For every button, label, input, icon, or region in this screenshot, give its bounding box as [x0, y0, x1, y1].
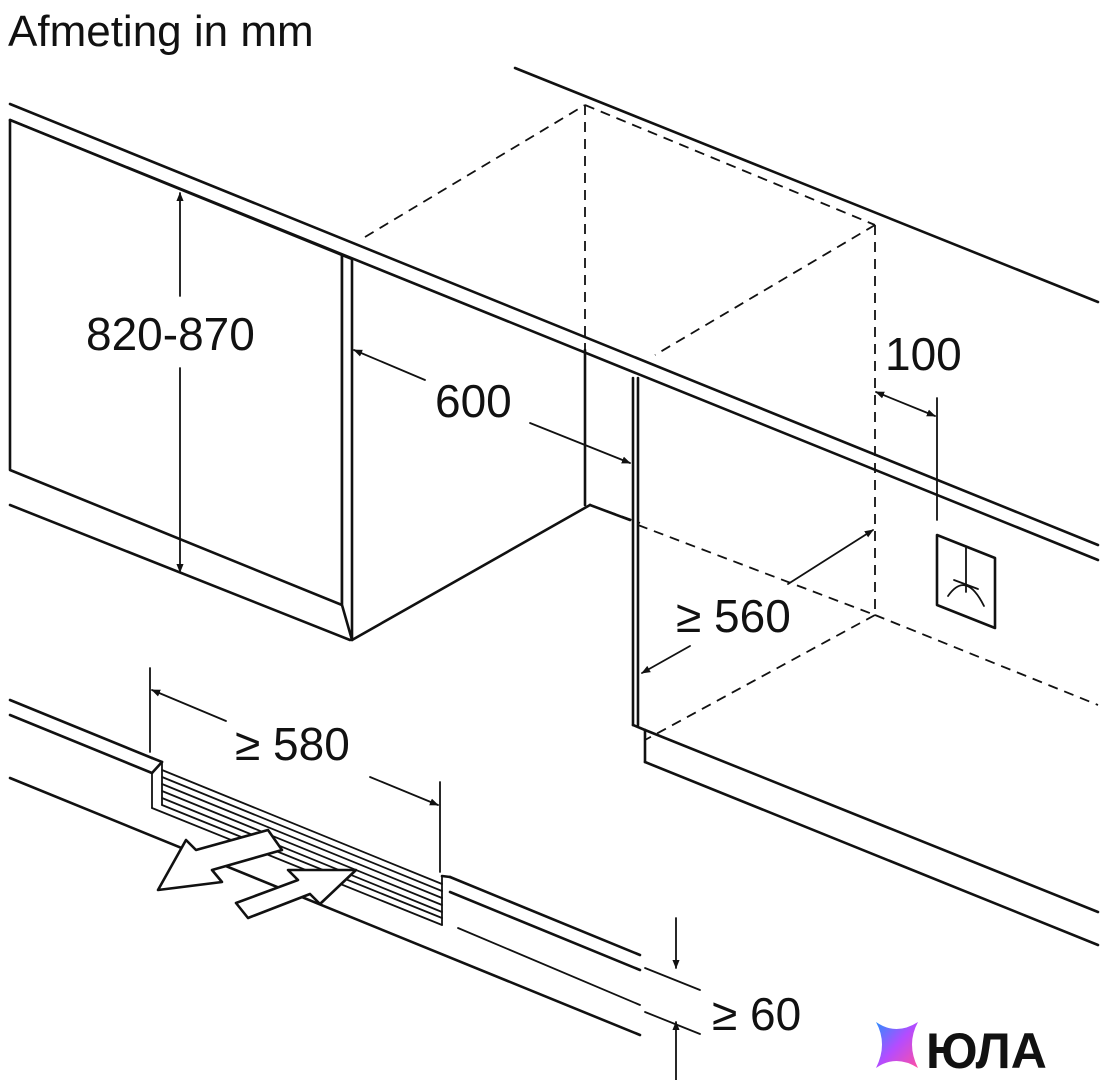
niche-width-label: 600	[435, 375, 512, 427]
vent-width-label: ≥ 580	[235, 718, 350, 770]
yula-logo-text: ЮЛА	[926, 1023, 1047, 1079]
plinth	[8, 698, 642, 1037]
socket-offset-label: 100	[885, 328, 962, 380]
right-cabinet	[631, 376, 1100, 947]
niche-width-dimension	[353, 349, 631, 464]
height-label: 820-870	[86, 308, 255, 360]
power-socket-icon	[935, 397, 997, 630]
vent-width-dimension	[149, 667, 441, 873]
plinth-height-dimension	[644, 917, 701, 1080]
depth-dimension	[641, 529, 874, 674]
diagram-title: Afmeting in mm	[8, 7, 314, 56]
depth-label: ≥ 560	[676, 590, 791, 642]
yula-logo: ЮЛА	[876, 1022, 1047, 1079]
air-outlet-arrow-icon	[156, 828, 284, 892]
plinth-height-label: ≥ 60	[712, 988, 801, 1040]
vent-grille	[151, 761, 443, 926]
left-cabinet	[8, 118, 632, 642]
air-inlet-arrow-icon	[234, 868, 358, 920]
socket-offset-dimension	[875, 391, 936, 417]
yula-logo-mark	[876, 1022, 918, 1068]
